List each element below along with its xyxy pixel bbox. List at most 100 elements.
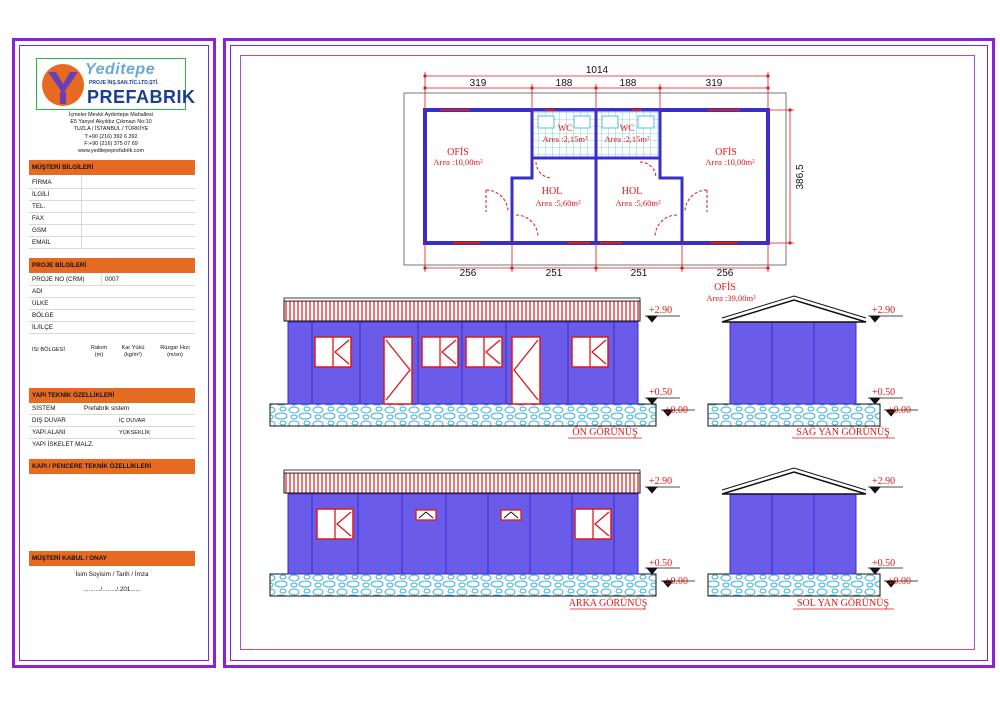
room-area: Area :10,00m² bbox=[705, 157, 755, 167]
logo-name-sub: PROJE İNŞ.SAN.TİC.LTD.ŞTİ. bbox=[89, 80, 159, 86]
plan-bounding-box bbox=[403, 92, 787, 266]
project-no-value: 0007 bbox=[105, 276, 120, 283]
field-label: İLGİLİ bbox=[32, 191, 50, 198]
level-top: +2.90 bbox=[649, 476, 672, 487]
logo-name-top: Yeditepe bbox=[85, 61, 156, 78]
approval-date: ........../......../.201...... bbox=[83, 586, 141, 593]
dim-top: 319 bbox=[470, 78, 487, 89]
customer-header: MÜŞTERİ BİLGİLERİ bbox=[29, 160, 195, 175]
dim-bottom: 256 bbox=[717, 268, 734, 279]
level-zero: ±0.00 bbox=[665, 405, 688, 416]
dim-top: 319 bbox=[706, 78, 723, 89]
logo-name-bottom: PREFABRIK bbox=[87, 87, 196, 107]
level-mid: +0.50 bbox=[872, 558, 895, 569]
technical-row: YAPI ALANI YÜKSEKLİK bbox=[29, 427, 195, 439]
project-row: BÖLGE bbox=[29, 310, 195, 322]
level-zero: ±0.00 bbox=[888, 576, 911, 587]
yukseklik-label: YÜKSEKLİK bbox=[119, 430, 151, 436]
project-row: ÜLKE bbox=[29, 298, 195, 310]
dim-depth: 386,5 bbox=[795, 164, 806, 189]
project-row: PROJE NO (CRM) 0007 bbox=[29, 274, 195, 286]
address-line: TUZLA / İSTANBUL / TÜRKİYE bbox=[73, 126, 149, 133]
elevation-title-back: ARKA GÖRÜNÜŞ bbox=[569, 597, 648, 609]
address-line: F:+90 (216) 375 07 69 bbox=[84, 140, 138, 147]
kar-yuku-label: Kar Yükü (kg/m²) bbox=[121, 345, 145, 358]
customer-row: İLGİLİ bbox=[29, 189, 195, 201]
room-name: HOL bbox=[622, 186, 643, 197]
field-label: EMAİL bbox=[32, 239, 51, 246]
room-name: OFİS bbox=[715, 146, 737, 158]
yapi-alani-label: YAPI ALANI bbox=[32, 429, 66, 436]
left-panel-frame bbox=[12, 38, 216, 668]
technical-row: YAPI İSKELET MALZ. bbox=[29, 439, 195, 451]
elevation-title-left: SOL YAN GÖRÜNÜŞ bbox=[797, 597, 889, 609]
field-label: FAX bbox=[32, 215, 44, 222]
dim-bottom: 251 bbox=[631, 268, 648, 279]
project-row: ADI bbox=[29, 286, 195, 298]
drawing-inner-frame bbox=[230, 45, 988, 661]
customer-row: GSM bbox=[29, 225, 195, 237]
dim-top: 188 bbox=[556, 78, 573, 89]
ic-duvar-label: İÇ DUVAR bbox=[119, 418, 146, 424]
room-area: Area :39,00m² bbox=[706, 293, 756, 303]
ruzgar-label: Rüzgar Hızı (m/sn) bbox=[160, 345, 190, 358]
elevation-title-front: ÖN GÖRÜNÜŞ bbox=[572, 426, 637, 438]
right-side-elevation bbox=[707, 295, 881, 427]
field-label: PROJE NO (CRM) bbox=[32, 276, 85, 283]
back-elevation bbox=[269, 469, 657, 597]
dim-total-width: 1014 bbox=[586, 65, 609, 76]
room-name: HOL bbox=[542, 186, 563, 197]
level-zero: ±0.00 bbox=[665, 576, 688, 587]
room-area: Area :5,60m² bbox=[615, 198, 660, 208]
front-elevation bbox=[269, 297, 657, 427]
room-area: Area :5,60m² bbox=[535, 198, 580, 208]
drawing-frame bbox=[223, 38, 995, 668]
field-label: ÜLKE bbox=[32, 300, 49, 307]
dis-duvar-label: DIŞ DUVAR bbox=[32, 417, 66, 424]
dim-bottom: 251 bbox=[546, 268, 563, 279]
dim-bottom: 256 bbox=[460, 268, 477, 279]
level-top: +2.90 bbox=[872, 476, 895, 487]
room-name: WC bbox=[558, 123, 573, 133]
customer-row: FİRMA bbox=[29, 177, 195, 189]
left-side-elevation bbox=[707, 467, 881, 597]
level-zero: ±0.00 bbox=[888, 405, 911, 416]
field-label: GSM bbox=[32, 227, 47, 234]
customer-row: TEL. bbox=[29, 201, 195, 213]
company-logo: Yeditepe PROJE İNŞ.SAN.TİC.LTD.ŞTİ. PREF… bbox=[36, 58, 195, 110]
field-label: BÖLGE bbox=[32, 312, 54, 319]
door-window-header: KAPI / PENCERE TEKNİK ÖZELLİKLERİ bbox=[29, 459, 195, 474]
address-line: www.yeditepeprefabrik.com bbox=[78, 148, 144, 155]
room-area: Area :10,00m² bbox=[433, 157, 483, 167]
level-top: +2.90 bbox=[872, 305, 895, 316]
drawing-area-border bbox=[240, 55, 975, 650]
sistem-value: Prefabrik sistem bbox=[84, 405, 130, 412]
customer-row: EMAİL bbox=[29, 237, 195, 249]
technical-header: YAPI TEKNİK ÖZELLİKLERİ bbox=[29, 388, 195, 403]
customer-row: FAX bbox=[29, 213, 195, 225]
dim-top: 188 bbox=[620, 78, 637, 89]
level-top: +2.90 bbox=[649, 305, 672, 316]
company-address: İçmeler Mevkii Aydıntepe Mahallesi E5 Ya… bbox=[36, 112, 186, 155]
project-row: İL/İLÇE bbox=[29, 322, 195, 334]
level-mid: +0.50 bbox=[872, 387, 895, 398]
room-name: OFİS bbox=[447, 146, 469, 158]
project-header: PROJE BİLGİLERİ bbox=[29, 258, 195, 273]
address-line: İçmeler Mevkii Aydıntepe Mahallesi bbox=[68, 112, 154, 118]
rakim-label: Rakım (m) bbox=[90, 345, 108, 358]
left-panel-inner-frame bbox=[19, 45, 209, 661]
level-mid: +0.50 bbox=[649, 558, 672, 569]
level-markers bbox=[645, 315, 918, 588]
room-area: Area :2,15m² bbox=[604, 134, 649, 144]
field-label: TEL. bbox=[32, 203, 46, 210]
isi-bolgesi-label: ISI BÖLGESİ bbox=[32, 347, 65, 353]
room-area: Area :2,15m² bbox=[542, 134, 587, 144]
floor-plan: 1014 319 188 188 319 256 251 251 256 386… bbox=[403, 65, 806, 303]
elevation-title-right: SAĞ YAN GÖRÜNÜŞ bbox=[796, 426, 890, 438]
technical-row: DIŞ DUVAR İÇ DUVAR bbox=[29, 415, 195, 427]
approval-line: İsim Soyisim / Tarih / İmza bbox=[75, 571, 149, 578]
approval-header: MÜŞTERİ KABUL / ONAY bbox=[29, 551, 195, 566]
address-line: T:+90 (216) 392 6 392 bbox=[84, 133, 138, 140]
